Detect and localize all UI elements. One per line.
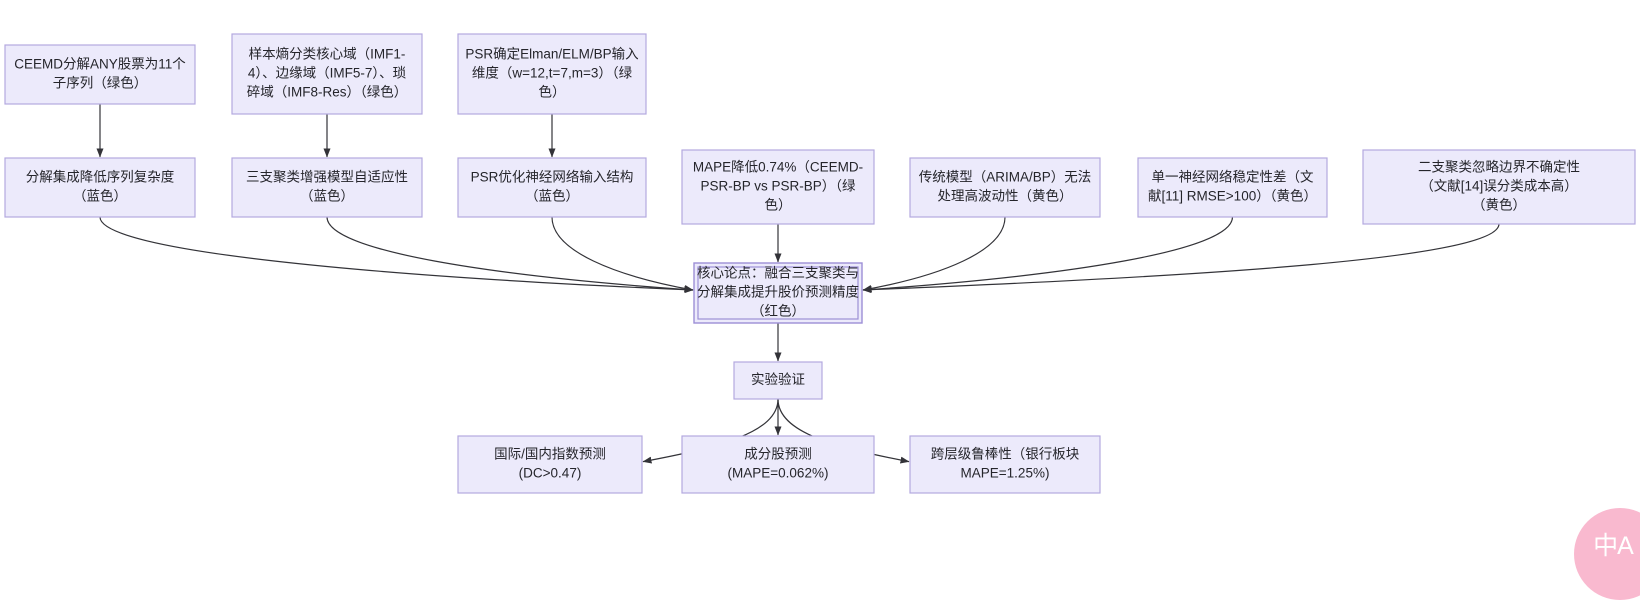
flow-node[interactable]: 样本熵分类核心域（IMF1- 4）、边缘域（IMF5-7）、琐碎域（IMF8-Re…: [231, 33, 423, 115]
node-box-outer: [693, 262, 863, 324]
node-box: [457, 157, 647, 218]
flow-edge: [862, 216, 1234, 293]
node-label-line: PSR优化神经网络输入结构: [471, 170, 634, 185]
node-label-line: 单一神经网络稳定性差（文: [1152, 170, 1314, 185]
node-label-line: 色）: [765, 197, 792, 213]
flow-edge: [99, 216, 694, 294]
node-label-line: 分解集成提升股价预测精度: [697, 285, 859, 300]
node-box: [231, 33, 423, 115]
flow-edge: [862, 223, 1500, 294]
node-label-line: 传统模型（ARIMA/BP）无法: [919, 170, 1092, 185]
node-label-line: 色）: [539, 84, 566, 100]
node-box: [1137, 157, 1328, 218]
flow-node[interactable]: 实验验证: [733, 361, 823, 400]
node-label-line: MAPE降低0.74%（CEEMD-: [693, 160, 863, 175]
node-label-line: 样本熵分类核心域（IMF1-: [249, 47, 406, 62]
node-box: [231, 157, 423, 218]
node-label-line: 跨层级鲁棒性（银行板块: [931, 447, 1080, 462]
node-box: [1362, 149, 1636, 225]
node-box: [733, 361, 823, 400]
node-label-line: （黄色）: [1472, 197, 1526, 213]
flow-edge: [862, 216, 1006, 292]
node-label-line: PSR-BP vs PSR-BP）（绿: [700, 179, 856, 194]
node-label-line: （红色）: [751, 303, 805, 319]
flow-node[interactable]: MAPE降低0.74%（CEEMD- PSR-BP vs PSR-BP）（绿色）: [681, 149, 875, 225]
node-label-line: 处理高波动性（黄色）: [938, 188, 1073, 204]
flow-node[interactable]: 分解集成降低序列复杂度 （蓝色）: [4, 157, 196, 218]
node-box: [681, 435, 875, 494]
node-label-line: 三支聚类增强模型自适应性: [246, 169, 408, 185]
node-label-line: 维度（w=12,t=7,m=3）（绿: [472, 66, 633, 81]
node-label-line: 成分股预测: [744, 447, 812, 462]
node-label-line: 子序列（绿色）: [53, 75, 148, 91]
flow-node[interactable]: 三支聚类增强模型自适应性 （蓝色）: [231, 157, 423, 218]
flow-node[interactable]: PSR优化神经网络输入结构 （蓝色）: [457, 157, 647, 218]
flow-edge: [326, 216, 694, 293]
node-label-line: 国际/国内指数预测: [494, 447, 606, 462]
flow-edge: [551, 216, 694, 292]
node-label-line: 分解集成降低序列复杂度: [26, 169, 175, 185]
node-box: [4, 44, 196, 105]
node-label-line: （蓝色）: [525, 188, 579, 204]
watermark-label: 中A: [1593, 531, 1634, 560]
node-label-line: 二支聚类忽略边界不确定性: [1418, 160, 1580, 175]
node-label-line: 献[11] RMSE>100）（黄色）: [1148, 188, 1317, 204]
node-label-line: 实验验证: [751, 372, 805, 387]
node-label-line: 核心论点：融合三支聚类与: [697, 266, 859, 281]
node-box: [457, 33, 647, 115]
node-box: [909, 157, 1101, 218]
flow-node[interactable]: 成分股预测 (MAPE=0.062%): [681, 435, 875, 494]
node-box: [4, 157, 196, 218]
node-label-line: MAPE=1.25%): [961, 466, 1050, 481]
node-box: [457, 435, 643, 494]
node-label-line: （蓝色）: [300, 188, 354, 204]
node-label-line: 碎域（IMF8-Res）（绿色）: [247, 84, 408, 100]
node-label-line: （蓝色）: [73, 188, 127, 204]
flow-node[interactable]: 单一神经网络稳定性差（文献[11] RMSE>100）（黄色）: [1137, 157, 1328, 218]
node-label-line: (MAPE=0.062%): [728, 466, 829, 481]
flow-node[interactable]: 二支聚类忽略边界不确定性 （文献[14]误分类成本高） （黄色）: [1362, 149, 1636, 225]
node-box: [909, 435, 1101, 494]
node-box-inner: [697, 266, 859, 320]
node-label-line: 4）、边缘域（IMF5-7）、琐: [248, 65, 407, 81]
node-label-line: （文献[14]误分类成本高）: [1420, 178, 1578, 194]
node-label-line: PSR确定Elman/ELM/BP输入: [465, 47, 639, 62]
node-label-line: (DC>0.47): [519, 466, 582, 481]
flow-node[interactable]: 跨层级鲁棒性（银行板块 MAPE=1.25%): [909, 435, 1101, 494]
node-label-line: CEEMD分解ANY股票为11个: [14, 57, 186, 72]
node-box: [681, 149, 875, 225]
flow-node[interactable]: 国际/国内指数预测 (DC>0.47): [457, 435, 643, 494]
